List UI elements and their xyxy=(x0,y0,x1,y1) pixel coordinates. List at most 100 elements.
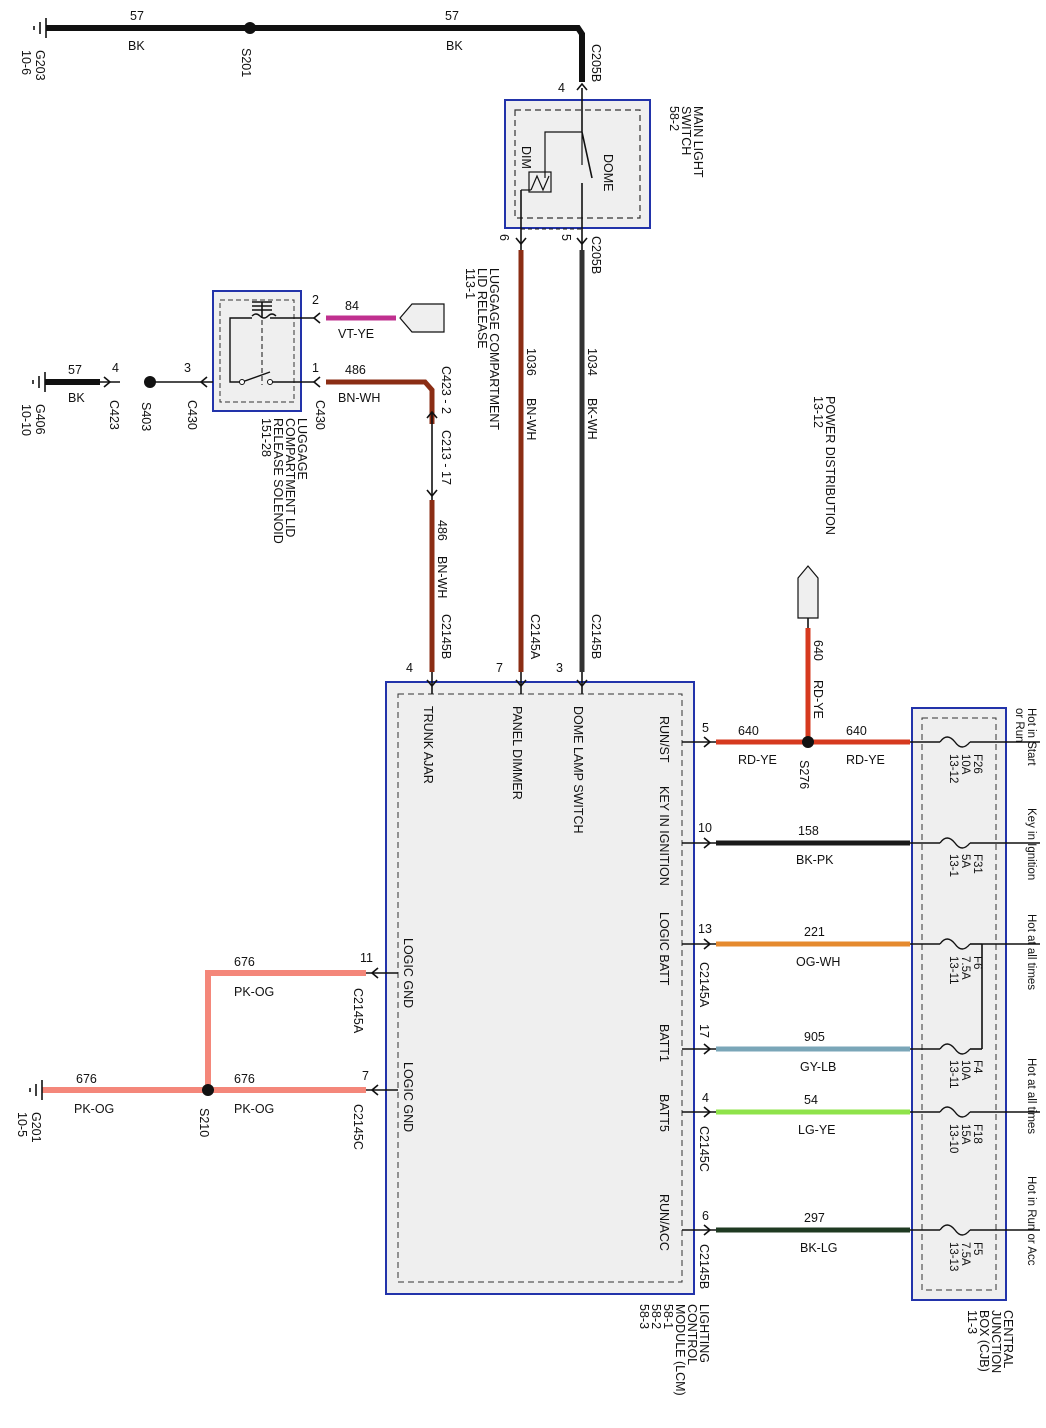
splice-s276-label: S276 xyxy=(797,760,811,789)
wire-57-g406-circuit: 57 xyxy=(68,363,82,377)
pin-lcm-6: 6 xyxy=(702,1209,709,1223)
wire-84-circuit: 84 xyxy=(345,299,359,313)
lcm-title-6: 58-3 xyxy=(637,1304,651,1329)
pd-title-1: POWER DISTRIBUTION xyxy=(823,396,837,535)
ground-g201-icon xyxy=(29,1080,43,1100)
svg-text:F5: F5 xyxy=(971,1242,983,1255)
svg-text:13-12: 13-12 xyxy=(947,754,959,783)
wire-221-circuit: 221 xyxy=(804,925,825,939)
wire-57-bk-top-right xyxy=(250,25,585,82)
svg-text:13-10: 13-10 xyxy=(947,1124,959,1153)
ls-title-4: 151-28 xyxy=(259,418,273,457)
g201-name: G201 xyxy=(29,1112,43,1143)
cjb-feed-labels: Hot in Start or Run Key in Ignition Hot … xyxy=(1013,708,1037,1266)
g203-name: G203 xyxy=(33,50,47,81)
lcm-pin-logic-batt: LOGIC BATT xyxy=(657,912,671,986)
fuse-f18-symbol xyxy=(939,1106,971,1118)
fuse-symbols xyxy=(939,736,971,1236)
wire-1034-circuit: 1034 xyxy=(585,348,599,376)
wire-905-color: GY-LB xyxy=(800,1060,836,1074)
ground-g406-icon xyxy=(32,372,46,392)
fuse-f18-label: F18 15A 13-10 xyxy=(947,1124,983,1153)
ls-title-1: LUGGAGE xyxy=(295,418,309,480)
c213-pin-label: C213 - 17 xyxy=(439,430,453,485)
lcm-pin-run-acc: RUN/ACC xyxy=(657,1194,671,1251)
svg-text:7.5A: 7.5A xyxy=(959,956,971,980)
wire-486-circuit: 486 xyxy=(345,363,366,377)
lcm-pin-dome-lamp: DOME LAMP SWITCH xyxy=(571,706,585,834)
ground-symbols xyxy=(29,18,47,1100)
lcm-title-4: 58-1 xyxy=(661,1304,675,1329)
feed-key-in: Key in Ignition xyxy=(1025,808,1037,880)
pin-lcm-5: 5 xyxy=(702,721,709,735)
wire-486b-circuit: 486 xyxy=(435,520,449,541)
lcm-c2145b-a-label: C2145B xyxy=(439,614,453,659)
wire-297-color: BK-LG xyxy=(800,1241,838,1255)
svg-text:15A: 15A xyxy=(959,1124,971,1145)
lcm-pin-key-in: KEY IN IGNITION xyxy=(657,786,671,886)
splice-s403-dot xyxy=(144,376,156,388)
wires xyxy=(42,25,910,1233)
lr-title-2: LID RELEASE xyxy=(475,268,489,349)
main-light-switch-title: MAIN LIGHT SWITCH 58-2 xyxy=(667,106,705,178)
power-distribution-connector xyxy=(797,565,819,619)
pd-title-2: 13-12 xyxy=(811,396,825,428)
wire-54-circuit: 54 xyxy=(804,1093,818,1107)
svg-text:F26: F26 xyxy=(971,754,983,774)
wire-84-color: VT-YE xyxy=(338,327,374,341)
wire-676-a-color: PK-OG xyxy=(234,985,274,999)
wire-1036-circuit: 1036 xyxy=(524,348,538,376)
wire-top-1-color: BK xyxy=(128,39,145,53)
wire-640-a-circuit: 640 xyxy=(738,724,759,738)
wire-640-a-color: RD-YE xyxy=(738,753,777,767)
mls-title-2: SWITCH xyxy=(679,106,693,155)
pin-c423-4: 4 xyxy=(112,361,119,375)
fuse-f31-label: F31 5A 13-1 xyxy=(947,854,983,877)
fuse-f5-label: F5 7.5A 13-13 xyxy=(947,1242,983,1271)
dim-label: DIM xyxy=(519,146,533,169)
lcm-pin-run-st: RUN/ST xyxy=(657,716,671,763)
lcm-c2145a-batt-label: C2145A xyxy=(697,962,711,1008)
ls-title-2: COMPARTMENT LID xyxy=(283,418,297,537)
cjb-title-2: JUNCTION xyxy=(989,1310,1003,1373)
pin-sol-3: 3 xyxy=(184,361,191,375)
splice-s276-dot xyxy=(802,736,814,748)
wire-top-2-color: BK xyxy=(446,39,463,53)
wire-486-bn-wh-upper xyxy=(326,379,435,424)
wire-1036-color: BN-WH xyxy=(524,398,538,440)
wire-57-g406-color: BK xyxy=(68,391,85,405)
dome-label: DOME xyxy=(601,154,615,192)
fuse-f6-symbol xyxy=(939,938,971,950)
wire-676-b-color: PK-OG xyxy=(234,1102,274,1116)
wire-640-pd-circuit: 640 xyxy=(811,640,825,661)
pin-lcm-17: 17 xyxy=(697,1024,711,1038)
wire-158-circuit: 158 xyxy=(798,824,819,838)
pin-lcm-4b: 4 xyxy=(702,1091,709,1105)
splice-s403-label: S403 xyxy=(139,402,153,431)
wire-905-circuit: 905 xyxy=(804,1030,825,1044)
lcm-c2145c-batt5-label: C2145C xyxy=(697,1126,711,1172)
wire-640-pd-color: RD-YE xyxy=(811,680,825,719)
svg-text:10A: 10A xyxy=(959,1060,971,1081)
lcm-title-3: MODULE (LCM) xyxy=(673,1304,687,1396)
wire-1034-color: BK-WH xyxy=(585,398,599,440)
svg-text:Hot in Start: Hot in Start xyxy=(1025,708,1037,766)
lcm-c2145a-a-label: C2145A xyxy=(528,614,542,660)
svg-text:10A: 10A xyxy=(959,754,971,775)
lcm-pin-trunk-ajar: TRUNK AJAR xyxy=(421,706,435,784)
c205b-bot-label: C205B xyxy=(589,236,603,274)
lcm-pin-panel-dimmer: PANEL DIMMER xyxy=(510,706,524,800)
c430-b-label: C430 xyxy=(313,400,327,430)
pin-lcm-10: 10 xyxy=(698,821,712,835)
wire-297-circuit: 297 xyxy=(804,1211,825,1225)
wire-top-2-circuit: 57 xyxy=(445,9,459,23)
main-light-switch-box: DIM DOME xyxy=(504,88,651,240)
connector-labels: C205B C205B C430 C430 C423 C423 - 2 C213… xyxy=(107,44,711,1289)
svg-text:13-1: 13-1 xyxy=(947,854,959,877)
splice-s201-label: S201 xyxy=(239,48,253,77)
svg-text:F31: F31 xyxy=(971,854,983,874)
wire-486-color: BN-WH xyxy=(338,391,380,405)
cjb-title-3: BOX (CJB) xyxy=(977,1310,991,1372)
c423-label: C423 xyxy=(107,400,121,430)
